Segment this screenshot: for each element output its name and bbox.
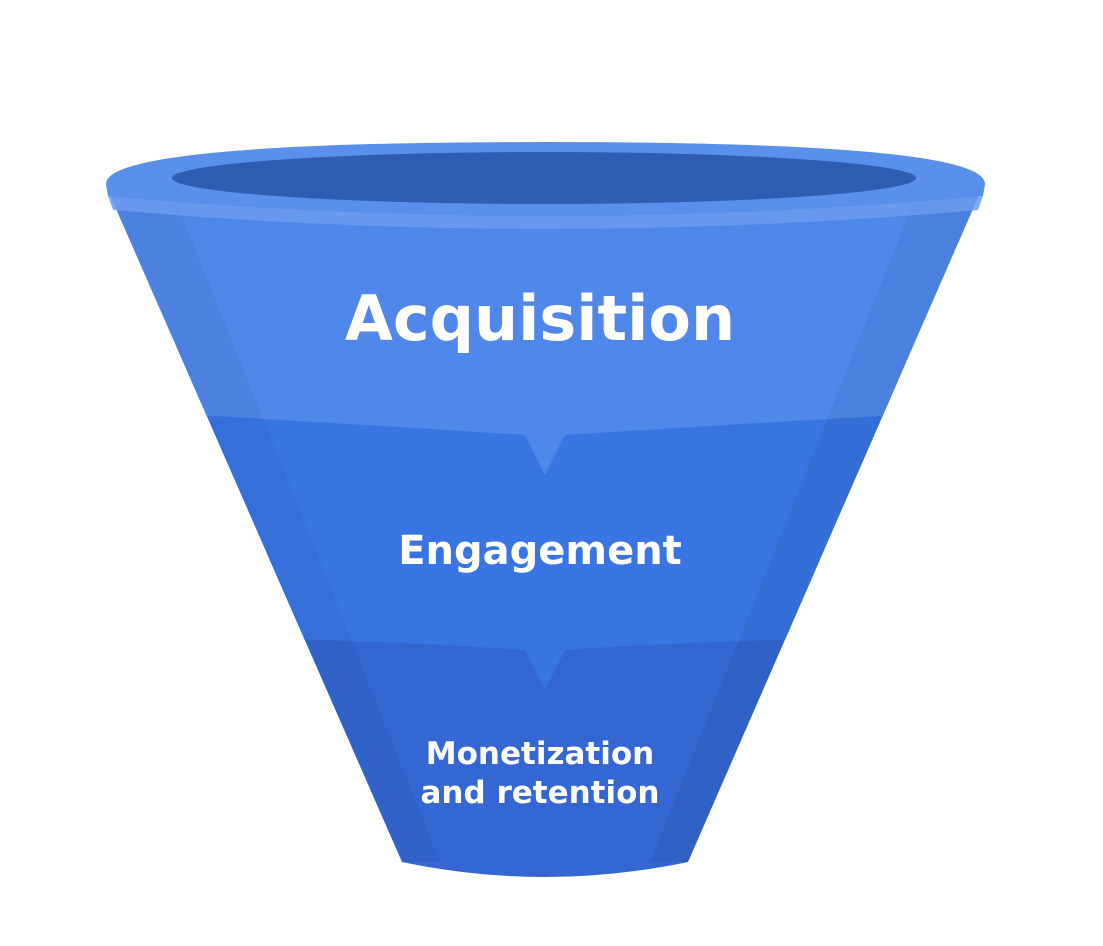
stage-label-retention: and retention [420, 775, 659, 811]
stage-label-engagement: Engagement [398, 528, 682, 574]
left-edge-shade [106, 186, 440, 862]
rim-opening [172, 152, 916, 204]
stage-label-acquisition: Acquisition [345, 282, 735, 355]
stage-acquisition-band [106, 186, 983, 475]
right-edge-shade [650, 186, 983, 862]
stage-label-monetization: Monetization [426, 736, 654, 772]
funnel-rim [106, 142, 985, 229]
rim-highlight [108, 196, 983, 229]
